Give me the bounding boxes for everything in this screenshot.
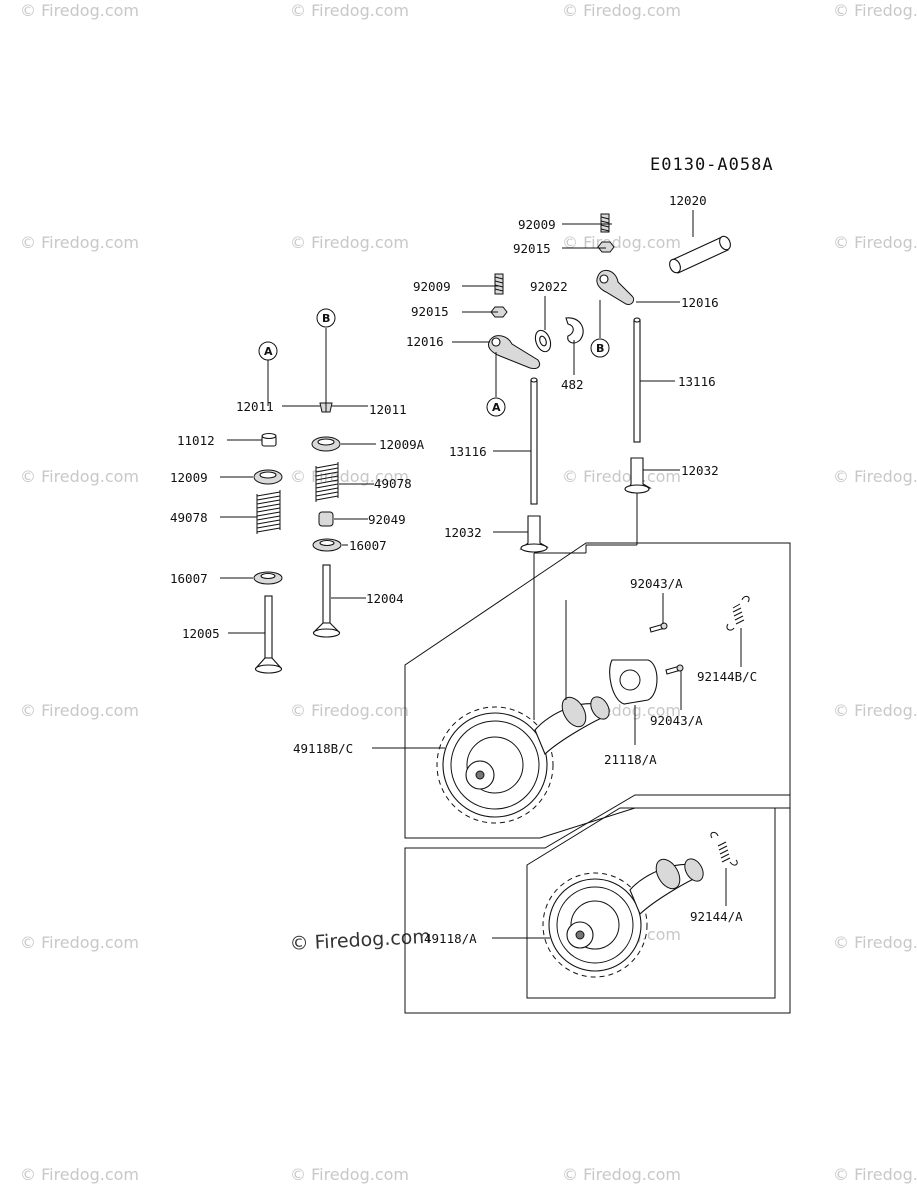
part-label: 92015 — [513, 241, 551, 256]
watermark: © Firedog.com — [20, 1165, 139, 1184]
callout-label: B — [596, 342, 604, 355]
callout-b-right: B — [590, 338, 610, 358]
part-label: 13116 — [449, 444, 487, 459]
part-label: 92022 — [530, 279, 568, 294]
part-label: 12009 — [170, 470, 208, 485]
camshaft-assembly-upper — [372, 493, 750, 824]
watermark: © Firedog.com — [290, 1, 409, 20]
watermark: © Firedog.com — [562, 1, 681, 20]
part-label: 13116 — [678, 374, 716, 389]
watermark: © Firedog.com — [833, 933, 917, 952]
watermark: © Firedog.com — [562, 1165, 681, 1184]
part-label: 49118/A — [424, 931, 477, 946]
part-label: 12016 — [406, 334, 444, 349]
watermark: © Firedog.com — [20, 467, 139, 486]
part-label: 12005 — [182, 626, 220, 641]
cam-gear — [548, 878, 642, 972]
part-label: 16007 — [349, 538, 387, 553]
part-label: 12009A — [379, 437, 425, 452]
part-label: 92009 — [413, 279, 451, 294]
part-label: 12032 — [444, 525, 482, 540]
callout-label: A — [492, 401, 501, 414]
camshaft-assembly-lower — [492, 831, 738, 978]
push-rod — [530, 379, 538, 505]
watermark: © Firedog.com — [833, 467, 917, 486]
watermark-layer: © Firedog.com © Firedog.com © Firedog.co… — [20, 1, 917, 1184]
watermark: © Firedog.com — [290, 233, 409, 252]
callout-label: A — [264, 345, 273, 358]
decompressor-spring — [710, 831, 738, 866]
callout-a-middle: A — [486, 397, 506, 417]
part-label: 12004 — [366, 591, 404, 606]
watermark: © Firedog.com — [833, 1165, 917, 1184]
part-label: 49118B/C — [293, 741, 353, 756]
part-label: 12011 — [236, 399, 274, 414]
camshaft-inner-frame — [526, 807, 776, 999]
rocker-assembly-right — [562, 210, 731, 494]
lock-nut — [597, 241, 615, 253]
lock-nut — [490, 306, 508, 318]
exhaust-valve — [312, 564, 341, 638]
callout-label: B — [322, 312, 330, 325]
watermark: © Firedog.com — [20, 233, 139, 252]
push-rod — [633, 319, 641, 443]
part-label: 92015 — [411, 304, 449, 319]
valve-components-left — [220, 328, 376, 674]
valve-spring — [256, 490, 281, 534]
part-label: 12020 — [669, 193, 707, 208]
part-labels: 92009 92015 12020 92009 92015 92022 1201… — [170, 193, 757, 946]
part-label: 482 — [561, 377, 584, 392]
part-label: 92049 — [368, 512, 406, 527]
rocker-assembly-left — [452, 273, 584, 553]
valve-spring — [315, 462, 339, 502]
part-label: 92043/A — [630, 576, 683, 591]
part-label: 11012 — [177, 433, 215, 448]
watermark: © Firedog.com — [20, 933, 139, 952]
part-label: 92144/A — [690, 909, 743, 924]
watermark: © Firedog.com — [562, 467, 681, 486]
part-label: 21118/A — [604, 752, 657, 767]
part-label: 92009 — [518, 217, 556, 232]
decompressor-plate — [609, 659, 658, 705]
valve-stem-seal — [318, 511, 334, 527]
part-label: 12016 — [681, 295, 719, 310]
watermark: © Firedog.com — [833, 233, 917, 252]
watermark-center: © Firedog.com — [289, 926, 431, 955]
part-label: 12011 — [369, 402, 407, 417]
watermark: © Firedog.com — [562, 233, 681, 252]
part-label: 49078 — [170, 510, 208, 525]
watermark: © Firedog.com — [20, 1, 139, 20]
part-label: 12032 — [681, 463, 719, 478]
diagram-code: E0130-A058A — [650, 155, 774, 175]
camshaft-frame-lower — [404, 794, 791, 1014]
part-label: 49078 — [374, 476, 412, 491]
part-label: 16007 — [170, 571, 208, 586]
tappet — [627, 457, 652, 491]
adjusting-screw — [494, 273, 504, 295]
callout-b-left: B — [316, 308, 336, 328]
intake-valve — [254, 595, 283, 674]
watermark: © Firedog.com — [20, 701, 139, 720]
circlip — [565, 317, 584, 344]
watermark: © Firedog.com — [290, 1165, 409, 1184]
callout-a-left: A — [258, 341, 278, 361]
watermark: © Firedog.com — [833, 1, 917, 20]
part-label: 92043/A — [650, 713, 703, 728]
part-label: 92144B/C — [697, 669, 757, 684]
cam-gear — [442, 712, 548, 818]
rocker-arm — [487, 335, 541, 369]
decompressor-spring — [726, 595, 750, 631]
watermark: © Firedog.com — [833, 701, 917, 720]
watermark: © Firedog.com — [290, 701, 409, 720]
